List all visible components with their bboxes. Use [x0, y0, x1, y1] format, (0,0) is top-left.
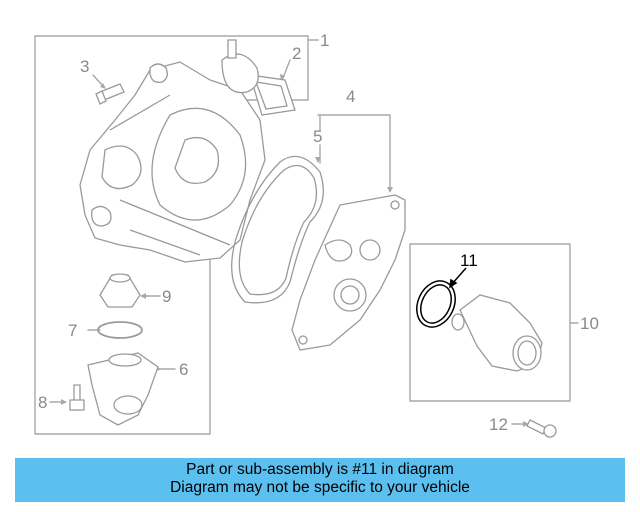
callout-8[interactable]: 8	[38, 393, 48, 412]
part-4-water-pump	[291, 194, 406, 351]
callout-10[interactable]: 10	[580, 314, 599, 333]
callout-3[interactable]: 3	[80, 57, 90, 76]
callout-7[interactable]: 7	[68, 321, 78, 340]
part-3-bolt	[95, 83, 125, 105]
part-5-gasket	[231, 155, 324, 304]
callout-9[interactable]: 9	[162, 287, 172, 306]
callout-5[interactable]: 5	[313, 127, 323, 146]
part-12-bolt	[526, 419, 557, 438]
part-1-housing	[79, 61, 266, 263]
callout-11[interactable]: 11	[460, 251, 478, 270]
part-11-seal	[416, 267, 467, 328]
callout-4[interactable]: 4	[346, 87, 356, 106]
callout-12[interactable]: 12	[489, 415, 508, 434]
callout-2[interactable]: 2	[292, 44, 302, 63]
banner-line-1: Part or sub-assembly is #11 in diagram	[186, 461, 454, 478]
banner-line-2: Diagram may not be specific to your vehi…	[170, 479, 470, 496]
part-6-cover	[87, 352, 159, 426]
part-2-gasket	[221, 39, 296, 116]
part-7-o-ring	[97, 321, 143, 339]
part-10-outlet	[451, 294, 543, 372]
callout-6[interactable]: 6	[179, 360, 189, 379]
parts-diagram	[34, 35, 579, 438]
part-8-bolt	[69, 384, 85, 411]
part-9-thermostat	[99, 273, 141, 308]
info-banner: Part or sub-assembly is #11 in diagram D…	[15, 458, 625, 502]
callout-1[interactable]: 1	[320, 31, 330, 50]
